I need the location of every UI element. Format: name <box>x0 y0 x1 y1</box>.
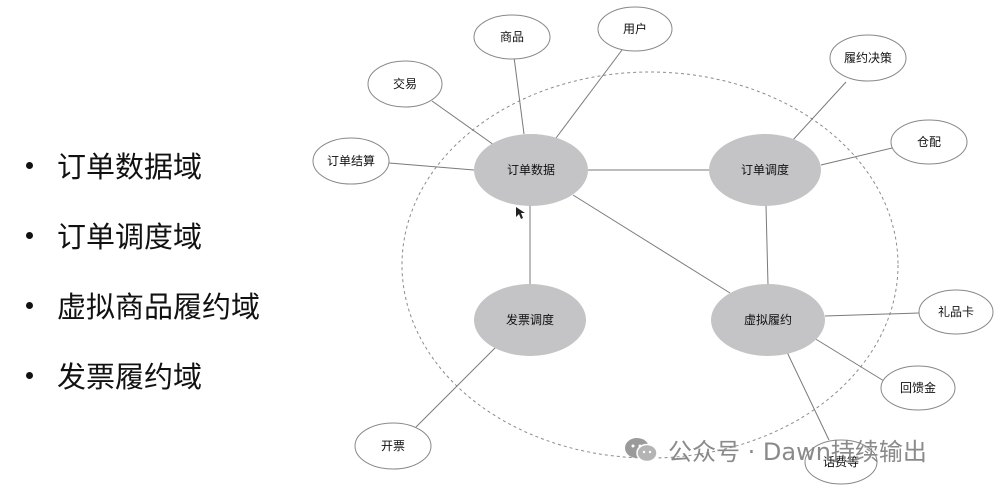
bullet-dot-icon <box>26 301 33 309</box>
core-node-shape <box>474 134 588 206</box>
peripheral-node-shape <box>890 119 968 165</box>
node-label: 发票调度 <box>506 312 554 327</box>
watermark: 公众号 · Dawn持续输出 <box>624 432 927 467</box>
node-label: 礼品卡 <box>938 304 974 319</box>
node-label: 交易 <box>393 76 417 91</box>
mouse-cursor-icon <box>516 207 525 219</box>
node-fulfil-decision: 履约决策 <box>829 34 907 82</box>
node-label: 开票 <box>381 439 405 453</box>
node-label: 订单数据 <box>507 162 555 177</box>
node-label: 虚拟履约 <box>744 312 792 327</box>
bullet-order-data-domain: 订单数据域 <box>26 130 260 200</box>
node-label: 回馈金 <box>900 380 936 395</box>
peripheral-node-shape <box>880 365 956 411</box>
node-order-dispatch: 订单调度 <box>709 134 821 206</box>
edge-gift-card <box>824 312 920 317</box>
domain-bullet-list: 订单数据域 订单调度域 虚拟商品履约域 发票履约域 <box>26 130 260 410</box>
bullet-text: 发票履约域 <box>57 360 203 394</box>
domain-boundary <box>401 71 899 459</box>
bullet-virtual-goods-domain: 虚拟商品履约域 <box>26 270 260 340</box>
node-label: 用户 <box>623 21 647 36</box>
node-label: 订单调度 <box>741 162 789 177</box>
node-label: 订单结算 <box>327 153 375 168</box>
bullet-text: 虚拟商品履约域 <box>57 290 261 324</box>
edge-user <box>555 49 623 139</box>
node-phone-fee: 话费等 <box>804 439 878 485</box>
core-node-shape <box>709 134 821 206</box>
peripheral-node-shape <box>312 137 390 185</box>
edge-order-dispatch-virtual-fulfil <box>765 204 769 286</box>
edge-order-data-virtual-fulfil <box>572 194 731 294</box>
bullet-dot-icon <box>26 371 33 379</box>
bullet-order-dispatch-domain: 订单调度域 <box>26 200 260 270</box>
edge-trade <box>431 100 495 146</box>
edge-fulfil-decision <box>791 81 847 142</box>
peripheral-node-shape <box>473 14 551 60</box>
bullet-text: 订单调度域 <box>57 220 203 254</box>
node-cashback: 回馈金 <box>880 365 956 411</box>
node-warehouse: 仓配 <box>890 119 968 165</box>
core-node-shape <box>711 284 825 356</box>
edge-order-settle <box>388 162 475 171</box>
edge-phone-fee <box>785 349 830 441</box>
edge-invoice <box>415 345 498 428</box>
node-label: 商品 <box>500 29 524 44</box>
node-virtual-fulfil: 虚拟履约 <box>711 284 825 356</box>
peripheral-node-shape <box>597 6 673 52</box>
node-trade: 交易 <box>367 60 443 108</box>
bullet-dot-icon <box>26 231 33 239</box>
node-product: 商品 <box>473 14 551 60</box>
node-order-settle: 订单结算 <box>312 137 390 185</box>
peripheral-node-shape <box>804 439 878 485</box>
peripheral-node-shape <box>918 289 994 335</box>
edges <box>388 49 920 441</box>
edge-product <box>513 56 525 135</box>
bullet-invoice-domain: 发票履约域 <box>26 340 260 410</box>
node-invoice: 开票 <box>354 422 432 470</box>
node-label: 履约决策 <box>844 50 892 65</box>
peripheral-node-shape <box>367 60 443 108</box>
bullet-dot-icon <box>26 161 33 169</box>
peripheral-node-shape <box>354 422 432 470</box>
node-label: 话费等 <box>823 455 859 469</box>
wechat-icon <box>625 437 658 462</box>
edge-cashback <box>813 337 885 382</box>
node-order-data: 订单数据 <box>474 134 588 206</box>
bullet-text: 订单数据域 <box>57 150 203 184</box>
node-invoice-dispatch: 发票调度 <box>474 284 586 356</box>
edge-warehouse <box>820 147 893 166</box>
watermark-text: 公众号 · Dawn持续输出 <box>668 438 927 466</box>
node-gift-card: 礼品卡 <box>918 289 994 335</box>
peripheral-node-shape <box>829 34 907 82</box>
core-node-shape <box>474 284 586 356</box>
node-user: 用户 <box>597 6 673 52</box>
node-label: 仓配 <box>917 135 941 149</box>
